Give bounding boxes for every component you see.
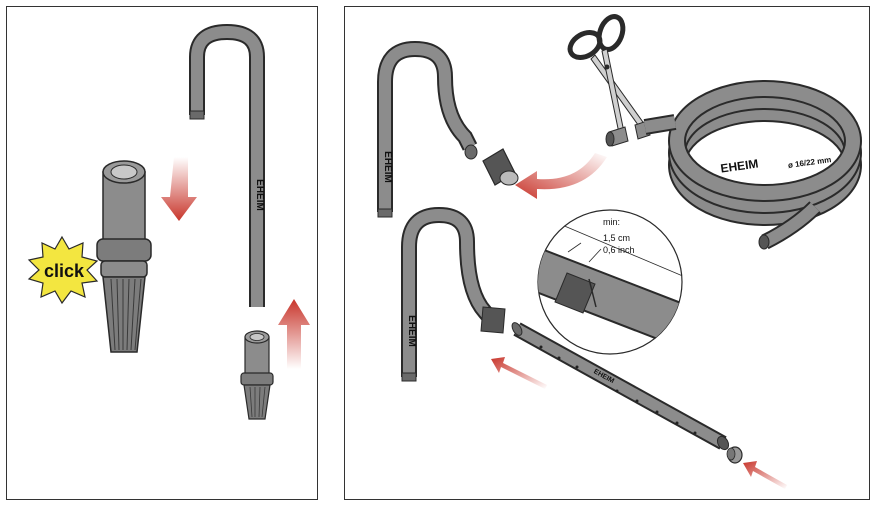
coil-brand: EHEIM <box>720 156 760 175</box>
scissors-icon <box>567 14 646 139</box>
perforated-rod: EHEIM <box>511 322 730 451</box>
min-label: min: <box>603 217 620 227</box>
min-inch: 0,6 inch <box>603 245 635 255</box>
min-cm: 1,5 cm <box>603 233 630 243</box>
end-cap <box>726 446 743 464</box>
coil-size: ø 16/22 mm <box>787 155 831 170</box>
left-illustration-panel: EHEIM click <box>6 6 318 500</box>
arrow-to-cap <box>743 461 787 489</box>
bottom-curved-tube: EHEIM <box>401 206 506 382</box>
top-curved-tube: EHEIM <box>377 40 478 218</box>
curved-arrow <box>515 153 607 199</box>
zoom-detail: min: 1,5 cm 0,6 inch <box>537 209 683 355</box>
strainer-small <box>240 330 274 420</box>
intake-tube: EHEIM <box>189 23 265 307</box>
connector-sleeve <box>482 148 519 186</box>
bottom-tube-brand: EHEIM <box>406 315 417 347</box>
down-arrow <box>161 157 197 221</box>
intake-tube-brand: EHEIM <box>254 179 265 211</box>
click-label: click <box>44 261 85 281</box>
cut-tube-pieces <box>605 120 651 147</box>
top-tube-brand: EHEIM <box>382 151 393 183</box>
arrow-to-rod <box>491 357 547 389</box>
click-burst: click <box>27 235 99 305</box>
coiled-hose: EHEIM ø 16/22 mm <box>643 80 862 250</box>
left-illustration: EHEIM click <box>27 23 310 420</box>
strainer-large <box>96 160 152 353</box>
up-arrow <box>278 299 310 369</box>
right-illustration-panel: EHEIM <box>344 6 870 500</box>
right-illustration: EHEIM <box>377 14 862 489</box>
